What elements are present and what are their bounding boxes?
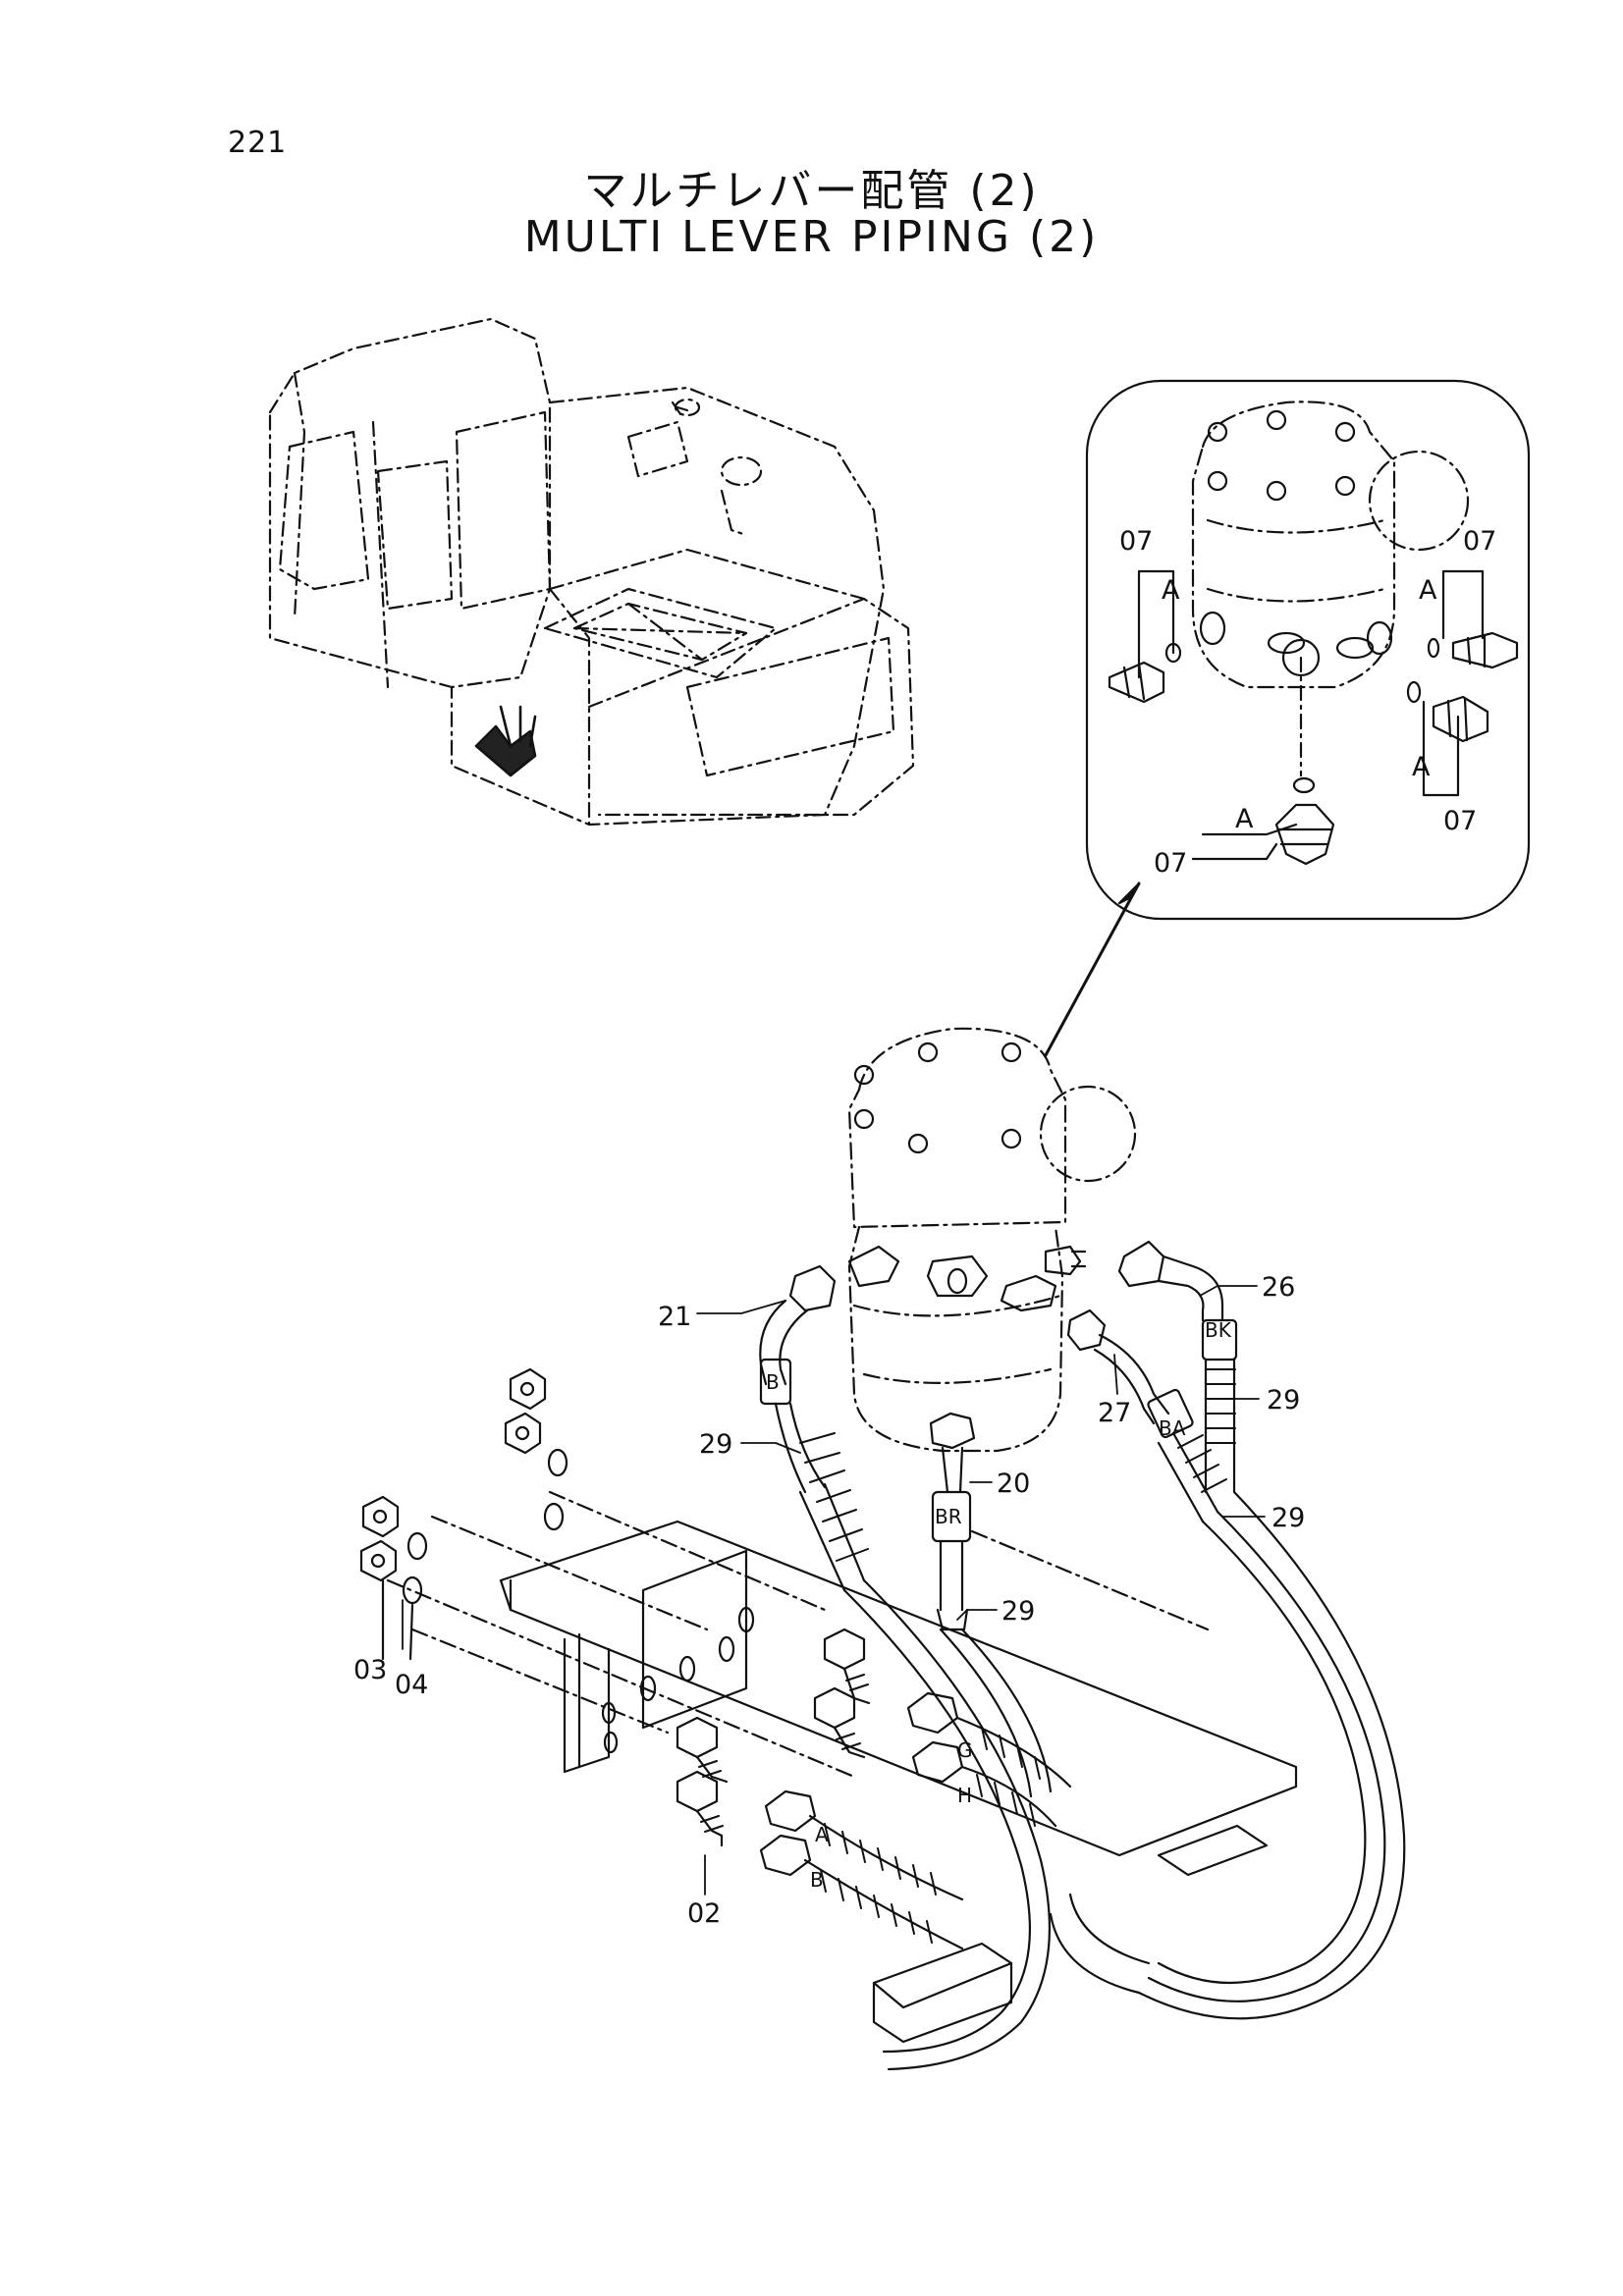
bracket-plate bbox=[499, 1520, 1298, 2044]
hose-label-bk: BK bbox=[1205, 1318, 1232, 1342]
callout-04: 04 bbox=[395, 1670, 428, 1700]
lever-location-marker bbox=[474, 705, 537, 777]
title-japanese: マルチレバー配管 (2) bbox=[583, 166, 1040, 216]
fitting-07-right-upper bbox=[1427, 631, 1519, 669]
valve-port-fittings bbox=[847, 1245, 1087, 1312]
callout-07-detail-bottom: 07 bbox=[1154, 848, 1187, 879]
detail-mark-a-right-upper: A bbox=[1419, 575, 1437, 606]
nut-03-set bbox=[359, 1367, 547, 1582]
hose-26 bbox=[1117, 1240, 1238, 1494]
hose-label-a: A bbox=[815, 1823, 829, 1846]
callout-29-left: 29 bbox=[699, 1429, 732, 1460]
hose-21 bbox=[759, 1264, 869, 1592]
callout-07-detail-right-upper: 07 bbox=[1463, 526, 1496, 557]
title-english: MULTI LEVER PIPING (2) bbox=[523, 212, 1100, 262]
callout-02: 02 bbox=[687, 1898, 721, 1929]
fitting-07-left bbox=[1108, 642, 1182, 704]
valve-bolts bbox=[853, 1041, 1022, 1154]
fittings-02 bbox=[676, 1628, 871, 1847]
detail-mark-a-bottom: A bbox=[1235, 804, 1254, 834]
callout-07-detail-left: 07 bbox=[1119, 526, 1153, 557]
callout-29-right-lower: 29 bbox=[1271, 1503, 1305, 1533]
callout-21: 21 bbox=[658, 1302, 691, 1332]
callout-07-detail-right-lower: 07 bbox=[1443, 806, 1477, 836]
fitting-07-right-lower bbox=[1406, 680, 1489, 743]
callout-03: 03 bbox=[353, 1655, 387, 1685]
hose-label-b-lower: B bbox=[810, 1868, 824, 1892]
hose-label-ba: BA bbox=[1159, 1416, 1186, 1440]
callout-20: 20 bbox=[997, 1468, 1030, 1499]
detail-view bbox=[1085, 379, 1531, 921]
hose-label-br: BR bbox=[935, 1505, 962, 1528]
callout-29-center: 29 bbox=[1001, 1596, 1035, 1627]
hose-20 bbox=[929, 1412, 976, 1631]
fitting-07-bottom bbox=[1274, 776, 1335, 866]
excavator-overview bbox=[268, 317, 915, 827]
hose-label-g: G bbox=[957, 1738, 973, 1762]
callout-27: 27 bbox=[1098, 1398, 1131, 1428]
bracket-centerlines bbox=[386, 1490, 1210, 1779]
page-number: 221 bbox=[228, 126, 288, 160]
detail-pointer bbox=[1044, 881, 1141, 1057]
hose-label-b-upper: B bbox=[766, 1370, 780, 1394]
detail-mark-a-right-lower: A bbox=[1412, 752, 1431, 782]
detail-mark-a-left: A bbox=[1162, 575, 1180, 606]
multi-lever-valve bbox=[847, 1027, 1137, 1453]
callout-29-right-upper: 29 bbox=[1267, 1385, 1300, 1415]
hose-27 bbox=[1066, 1308, 1227, 1523]
hose-bundle-lower bbox=[759, 1691, 1072, 1950]
callout-26: 26 bbox=[1262, 1272, 1295, 1303]
washer-04-set bbox=[381, 1448, 568, 1661]
callout-leaders bbox=[402, 1285, 1266, 1896]
hose-29-loops bbox=[842, 1490, 1406, 2071]
hose-label-h: H bbox=[957, 1784, 972, 1807]
